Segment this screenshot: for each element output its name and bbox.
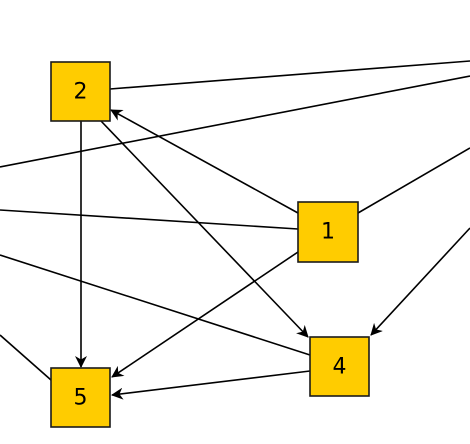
- node-1-box: [297, 201, 359, 263]
- edges-layer: [0, 60, 470, 400]
- edge-2-to-4: [100, 120, 309, 338]
- node-5-box: [50, 367, 111, 428]
- edge-offscreen-left-to-5: [0, 334, 52, 381]
- node-2-box: [50, 61, 111, 122]
- edge-offscreen-left-to-offscreen-right: [0, 75, 470, 168]
- edge-4-to-5: [111, 370, 311, 400]
- edge-2-to-offscreen-right: [109, 60, 470, 90]
- node-4-box: [309, 336, 370, 397]
- edge-offscreen-left-to-4: [0, 254, 311, 356]
- edge-1-to-5: [111, 251, 299, 378]
- edge-1-to-2: [110, 109, 299, 214]
- edge-offscreen-right-to-4: [370, 227, 470, 336]
- edge-offscreen-left-to-1: [0, 209, 299, 230]
- node-1-label: 1: [321, 220, 335, 245]
- node-5[interactable]: 5: [50, 367, 111, 428]
- node-2-label: 2: [74, 80, 88, 105]
- node-5-label: 5: [74, 386, 88, 411]
- nodes-layer: 2 1 4 5: [50, 61, 370, 428]
- node-4-label: 4: [333, 355, 347, 380]
- node-1[interactable]: 1: [297, 201, 359, 263]
- edge-1-to-offscreen-right: [357, 147, 470, 214]
- node-2[interactable]: 2: [50, 61, 111, 122]
- node-4[interactable]: 4: [309, 336, 370, 397]
